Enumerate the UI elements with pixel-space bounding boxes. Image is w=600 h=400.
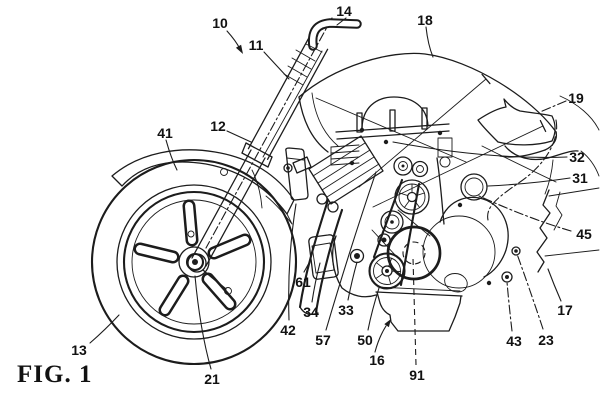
ref-label-43: 43: [506, 333, 522, 349]
leader-lines: [90, 18, 571, 369]
ref-label-13: 13: [71, 342, 87, 358]
ref-label-10: 10: [212, 15, 228, 31]
rear-cowl-phantom-line: [488, 120, 557, 220]
reference-labels: 10 11 12 13 14 16 17 18 19 21 23 31 32 3…: [71, 3, 592, 387]
ref-label-33: 33: [338, 302, 354, 318]
ref-label-61: 61: [295, 274, 311, 290]
clutch-cover-circle: [423, 216, 495, 288]
ref-label-32: 32: [569, 149, 585, 165]
fuel-tank: [299, 53, 556, 157]
ref-label-34: 34: [303, 304, 319, 320]
engine: [284, 97, 520, 331]
handlebar: [306, 23, 357, 52]
front-axle: [192, 259, 198, 265]
ref-label-31: 31: [572, 170, 588, 186]
ref-label-50: 50: [357, 332, 373, 348]
ref-label-11: 11: [249, 37, 264, 53]
fork-tube-left: [248, 39, 308, 149]
figure-caption: FIG. 1: [17, 361, 92, 388]
ref-label-57: 57: [315, 332, 331, 348]
ref-label-21: 21: [204, 371, 220, 387]
crank-pulley: [370, 254, 405, 289]
ref-label-17: 17: [557, 302, 573, 318]
ref-label-18: 18: [417, 12, 433, 28]
ref-label-16: 16: [369, 352, 385, 368]
frame-phantom-lines: [316, 74, 546, 207]
ref-label-23: 23: [538, 332, 554, 348]
ref-label-12: 12: [210, 118, 226, 134]
ref-label-19: 19: [568, 90, 584, 106]
ref-label-91: 91: [409, 367, 425, 383]
ref-label-41: 41: [157, 125, 173, 141]
rear-cover-hump: [440, 197, 508, 277]
ref-label-42: 42: [280, 322, 296, 338]
ref-label-45: 45: [576, 226, 592, 242]
ref-label-14: 14: [336, 3, 352, 19]
fender-bolt: [221, 169, 228, 176]
fuel-tank-outline: [299, 53, 556, 150]
